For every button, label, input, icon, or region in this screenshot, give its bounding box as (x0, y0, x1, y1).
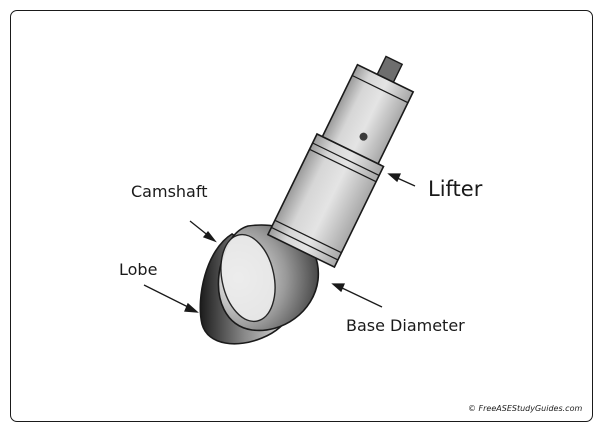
base-diameter-label: Base Diameter (346, 316, 465, 335)
lifter-oil-hole (359, 132, 368, 141)
lobe-arrow (143, 284, 191, 309)
lifter-lower-body (266, 132, 385, 269)
copyright-text: © FreeASEStudyGuides.com (468, 404, 583, 413)
lifter-label: Lifter (428, 177, 483, 201)
cam-face-highlight (220, 233, 276, 323)
camshaft-label: Camshaft (131, 182, 208, 201)
lobe-label: Lobe (119, 260, 158, 279)
base-diameter-arrow (339, 286, 383, 308)
lifter (266, 55, 415, 269)
